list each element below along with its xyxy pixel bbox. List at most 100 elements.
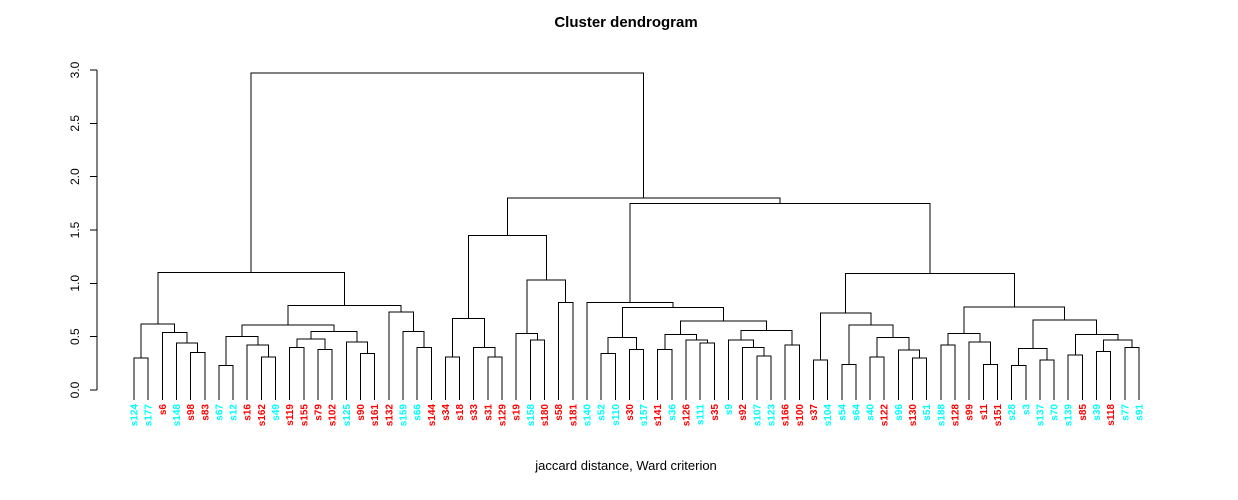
dendrogram-link [680,320,768,335]
leaf-label: s31 [483,404,494,421]
leaf-label: s180 [540,404,551,427]
y-axis-tick-label: 1.5 [68,221,82,238]
leaf-label: s51 [922,404,933,421]
leaf-label: s40 [866,404,877,421]
leaf-label: s34 [441,404,452,421]
leaf-label: s111 [696,404,707,426]
dendrogram-link [600,353,616,400]
dendrogram-link [1124,346,1140,400]
dendrogram-link [586,302,674,400]
dendrogram-link [628,348,645,400]
leaf-label: s126 [682,404,693,427]
y-axis-tick-label: 3.0 [68,61,82,78]
dendrogram-link [175,342,199,400]
leaf-label: s37 [809,404,820,421]
leaf-label: s129 [498,404,509,427]
leaf-label: s35 [710,404,721,421]
dendrogram-link [607,337,638,354]
dendrogram-link [225,336,259,366]
leaf-label: s130 [908,404,919,427]
leaf-label: s155 [299,404,310,427]
dendrogram-link [740,329,793,346]
leaf-label: s30 [625,404,636,421]
leaf-label: s132 [384,404,395,427]
dendrogram-link [359,353,376,400]
dendrogram-link [664,334,698,350]
leaf-label: s166 [781,404,792,427]
leaf-label: s159 [398,404,409,427]
leaf-label: s151 [993,404,1004,427]
leaf-label: s19 [512,404,523,421]
leaf-label: s162 [257,404,268,427]
leaf-label: s100 [795,404,806,427]
leaf-label: s6 [158,404,169,416]
dendrogram-link [685,339,708,400]
dendrogram-link [133,357,149,400]
dendrogram-link [699,342,715,400]
dendrogram-link [728,339,754,400]
dendrogram-link [526,279,567,334]
leaf-label: s148 [172,404,183,427]
dendrogram-link [940,344,956,400]
dendrogram-link [876,337,910,357]
leaf-label: s125 [342,404,353,427]
leaf-label: s67 [214,404,225,421]
leaf-label: s141 [653,404,664,427]
dendrogram-link [820,312,872,361]
leaf-label: s64 [851,404,862,421]
leaf-label: s91 [1135,404,1146,421]
leaf-label: s104 [823,404,834,427]
leaf-label: s140 [582,404,593,427]
leaf-label: s122 [880,404,891,427]
leaf-label: s118 [1106,404,1117,426]
dendrogram-link [218,364,234,400]
leaf-label: s12 [229,404,240,421]
dendrogram-link [1039,359,1055,400]
dendrogram-link [1018,347,1048,366]
dendrogram-link [1011,364,1027,400]
leaf-label: s49 [271,404,282,421]
dendrogram-link [402,330,425,400]
leaf-label: s158 [526,404,537,427]
leaf-label: s18 [455,404,466,421]
dendrogram-link [869,356,885,400]
dendrogram-link [310,330,358,342]
leaf-label: s83 [200,404,211,421]
dendrogram-link [848,324,894,365]
dendrogram-link [388,311,415,400]
dendrogram-link [416,346,432,400]
leaf-label: s9 [724,404,735,416]
leaf-label: s33 [469,404,480,421]
dendrogram-link [515,332,538,400]
dendrogram-link [784,344,800,400]
leaf-label: s58 [554,404,565,421]
leaf-label: s110 [611,404,622,426]
dendrogram-link [287,305,402,325]
leaf-label: s3 [1021,404,1032,416]
dendrogram-link [161,331,188,400]
y-axis-tick-label: 0.0 [68,381,82,398]
dendrogram-link [621,306,725,338]
leaf-label: s92 [738,404,749,421]
leaf-label: s77 [1120,404,1131,421]
y-axis-tick-label: 2.5 [68,115,82,132]
dendrogram-link [473,346,496,400]
dendrogram-link [558,302,574,400]
dendrogram-link [841,363,857,400]
leaf-label: s98 [186,404,197,421]
dendrogram-link [756,355,772,400]
leaf-label: s128 [950,404,961,427]
chart-title: Cluster dendrogram [554,14,698,31]
dendrogram-link [897,349,921,400]
chart-caption: jaccard distance, Ward criterion [535,458,717,473]
leaf-label: s85 [1078,404,1089,421]
dendrogram-link [912,357,928,400]
leaf-label: s137 [1035,404,1046,427]
dendrogram-link [529,339,545,400]
y-axis-tick-label: 2.0 [68,168,82,185]
dendrogram-link [157,272,346,324]
dendrogram-link [968,341,991,400]
dendrogram-link [246,344,269,400]
leaf-label: s119 [285,404,296,426]
